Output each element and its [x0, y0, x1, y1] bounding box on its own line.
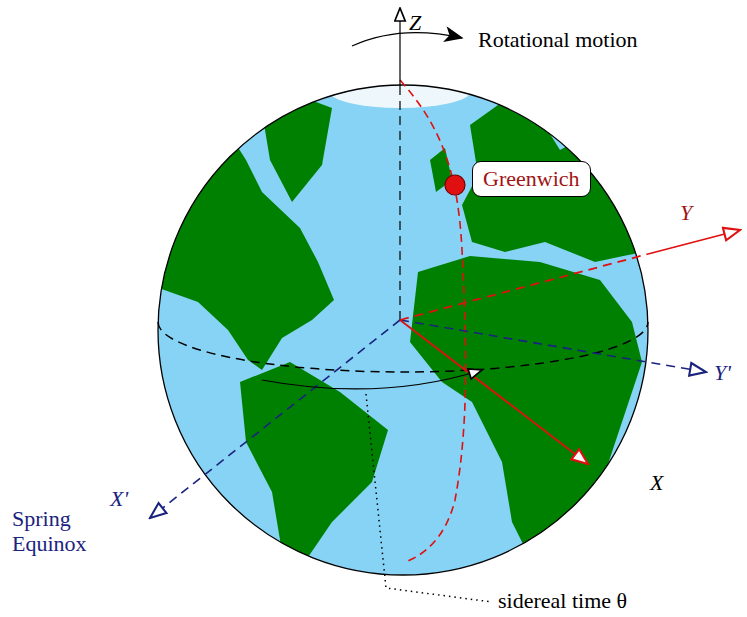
greenwich-meridian	[400, 80, 466, 562]
z-axis	[399, 8, 400, 88]
axis-label: X	[650, 470, 663, 495]
x-axis	[400, 320, 588, 464]
reference-label: Spring Equinox	[12, 506, 104, 557]
place-name: Greenwich	[483, 166, 580, 192]
y-prime-axis	[400, 320, 706, 372]
globe-outline	[158, 85, 648, 575]
x-prime-axis	[150, 320, 400, 518]
rotation-arrow	[352, 33, 462, 46]
greenland	[262, 96, 332, 202]
z-axis-hidden	[399, 88, 400, 320]
sidereal-arc	[262, 370, 482, 389]
greenwich-dot	[445, 175, 465, 195]
south-america	[240, 362, 388, 566]
europe	[462, 100, 652, 262]
y-axis	[648, 230, 740, 254]
sidereal-leader	[366, 394, 492, 602]
y-axis-hidden	[400, 254, 648, 320]
africa	[410, 256, 642, 562]
continents	[150, 76, 652, 566]
angle-label: sidereal time θ	[498, 588, 627, 613]
axis-label: Y	[680, 200, 692, 225]
motion-label: Rotational motion	[478, 27, 638, 52]
north-america	[150, 138, 334, 370]
place-label-box: Greenwich	[472, 161, 591, 197]
axis-label: X'	[110, 486, 128, 511]
equator	[158, 322, 648, 372]
axis-label: Y'	[714, 360, 731, 385]
axis-label: Z	[409, 10, 421, 35]
